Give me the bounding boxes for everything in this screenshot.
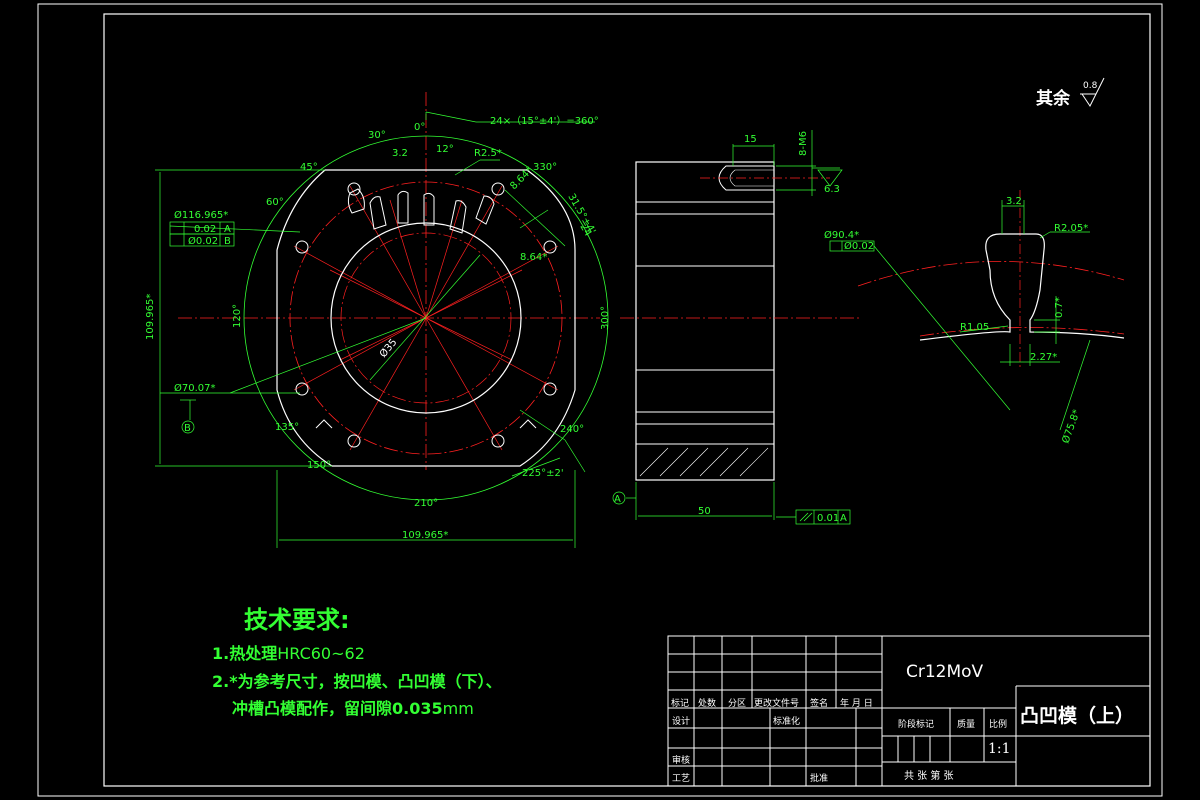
dim-0deg: 0° [414, 122, 425, 133]
datum-b-symbol: B [184, 423, 191, 434]
tol-detail-pos: Ø0.02 [844, 240, 874, 252]
tb-approve: 批准 [810, 774, 829, 784]
datum-b-ref: B [224, 236, 231, 247]
dim-240deg: 240° [560, 424, 584, 435]
tech-requirement-3: 冲槽凸模配作，留间隙0.035mm [232, 695, 474, 719]
tech-requirement-3-unit: mm [442, 699, 474, 718]
dim-330deg: 330° [533, 162, 557, 173]
dim-d904: Ø90.4* [824, 229, 859, 241]
dim-60deg: 60° [266, 197, 284, 208]
tb-date: 年 月 日 [840, 699, 873, 709]
tol-position: Ø0.02 [188, 235, 218, 247]
tech-requirement-1-prefix: 1.热处理 [212, 644, 278, 663]
tb-process: 工艺 [672, 774, 691, 784]
dim-135deg: 135° [275, 422, 299, 433]
surface-finish-value: 0.8 [1083, 81, 1098, 91]
dim-30deg: 30° [368, 130, 386, 141]
tol-parallel: 0.01 [817, 513, 839, 524]
dim-864-top: 8.64* [508, 165, 535, 192]
tb-standardize: 标准化 [773, 717, 801, 727]
dim-d7007: Ø70.07* [174, 382, 216, 394]
dim-300deg: 300° [600, 306, 611, 330]
dim-pitch-note: 24×（15°±4'）=360° [490, 115, 599, 127]
dim-120deg: 120° [232, 304, 243, 328]
dim-45deg: 45° [300, 162, 318, 173]
dim-r105: R1.05 [960, 322, 989, 333]
tech-requirements-title: 技术要求: [244, 606, 350, 634]
material-label: Cr12MoV [906, 662, 984, 682]
dim-15: 15 [744, 134, 757, 145]
inner-border [103, 13, 1151, 787]
surface-finish-label: 其余 [1036, 88, 1071, 109]
dim-109-horizontal: 109.965* [402, 530, 448, 541]
part-name-label: 凸凹模（上） [1020, 705, 1135, 727]
dim-8m6: 8-M6 [798, 131, 809, 156]
tech-requirement-3-text: 冲槽凸模配作，留间隙0.035 [232, 699, 443, 718]
datum-a-ref: A [224, 224, 231, 235]
dim-210deg: 210° [414, 498, 438, 509]
tol-parallel-datum: A [840, 513, 847, 524]
dim-150deg: 150° [307, 460, 331, 471]
tb-design: 设计 [672, 717, 691, 727]
dim-r25: R2.5* [474, 148, 502, 159]
tb-zone: 分区 [728, 699, 747, 709]
dim-det-32: 3.2 [1006, 196, 1022, 207]
dim-d116: Ø116.965* [174, 209, 228, 221]
tol-flatness: 0.02 [194, 224, 216, 235]
dim-109-vertical: 109.965* [145, 294, 156, 340]
dim-225deg: 225°±2' [522, 468, 564, 479]
tb-weight: 质量 [957, 720, 976, 730]
tb-review: 审核 [672, 756, 691, 766]
surface-finish-symbol [1080, 77, 1105, 107]
tb-stage-mark: 阶段标记 [898, 720, 935, 730]
outer-border [37, 3, 1163, 797]
dim-227: 2.27* [1030, 352, 1057, 363]
dim-63: 6.3 [824, 184, 840, 195]
tb-mark: 标记 [671, 699, 690, 709]
side-view: 15 8-M6 6.3 50 0.01 A A [612, 130, 860, 525]
dim-12deg: 12° [436, 144, 454, 155]
dim-32-surface: 3.2 [392, 148, 408, 159]
tech-requirement-1-value: HRC60~62 [277, 644, 365, 663]
dim-864-right: 8.64* [520, 252, 547, 263]
dim-r205: R2.05* [1054, 223, 1088, 234]
scale-value: 1:1 [988, 741, 1011, 757]
datum-a-symbol: A [614, 494, 621, 505]
detail-view: 3.2 R2.05* R1.05 0.7* 2.27* Ø75.8* Ø90.4… [824, 190, 1125, 445]
tb-ratio: 比例 [989, 720, 1008, 730]
tb-sheets: 共 张 第 张 [904, 771, 954, 782]
title-block-grid [667, 635, 1151, 787]
tech-requirement-2: 2.*为参考尺寸，按凹模、凸凹模（下）、 [212, 672, 502, 691]
tb-signature: 签名 [810, 699, 829, 709]
tech-requirement-1: 1.热处理HRC60~62 [212, 640, 365, 664]
front-view: 0° 30° 45° 60° 120° 135° 150° 210° 225°±… [145, 92, 611, 548]
tb-count: 处数 [698, 699, 717, 709]
dim-d758: Ø75.8* [1060, 408, 1083, 445]
dim-50: 50 [698, 506, 711, 517]
tb-change-doc: 更改文件号 [754, 699, 800, 709]
dim-07: 0.7* [1054, 297, 1065, 318]
